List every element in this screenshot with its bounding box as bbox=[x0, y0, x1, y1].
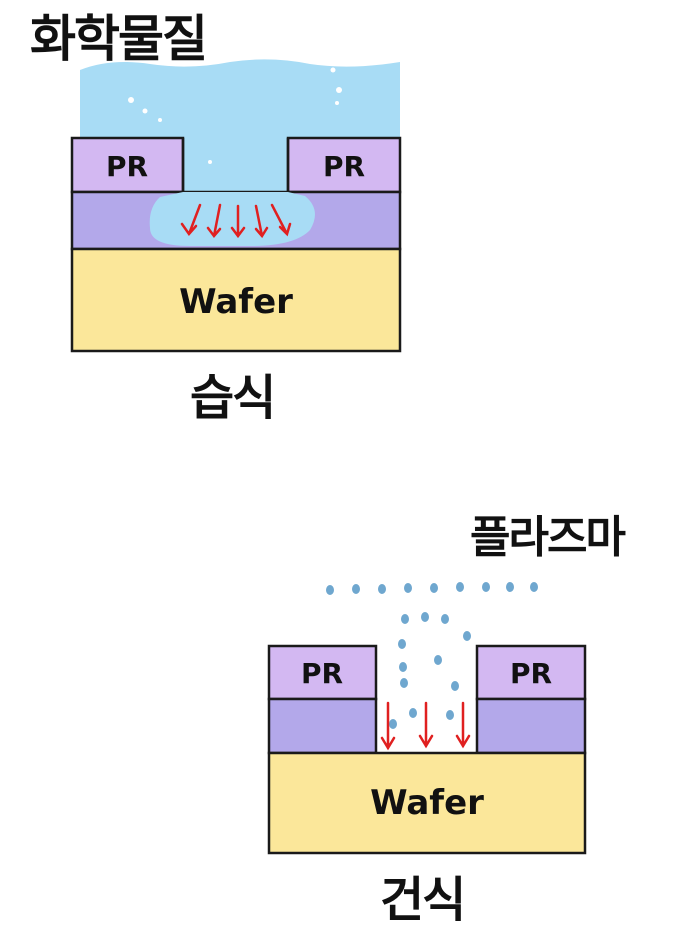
wet-pr-left-label: PR bbox=[106, 150, 148, 183]
wet-wafer-block bbox=[70, 247, 402, 353]
dry-etch-diagram: PR PR Wafer bbox=[267, 582, 587, 855]
dry-etch-caption: 건식 bbox=[380, 872, 466, 928]
dry-film-left bbox=[267, 697, 378, 755]
dry-pr-left-block bbox=[267, 644, 378, 701]
wet-pr-right-label: PR bbox=[323, 150, 365, 183]
dry-wafer-block bbox=[267, 751, 587, 855]
wet-wafer-label: Wafer bbox=[179, 282, 293, 322]
dry-pr-right-block bbox=[475, 644, 587, 701]
wet-etched-region bbox=[149, 192, 315, 246]
wet-etch-arrows bbox=[180, 203, 292, 239]
plasma-label: 플라즈마 bbox=[470, 512, 626, 563]
dry-pr-left-label: PR bbox=[301, 657, 343, 690]
dry-etch-arrows bbox=[380, 701, 471, 751]
chemical-label: 화학물질 bbox=[30, 10, 208, 68]
dry-film-right bbox=[475, 697, 587, 755]
wet-etch-caption: 습식 bbox=[190, 370, 276, 426]
plasma-particles bbox=[326, 582, 538, 729]
dry-pr-right-label: PR bbox=[510, 657, 552, 690]
dry-wafer-label: Wafer bbox=[370, 783, 484, 823]
wet-etch-diagram: PR PR Wafer bbox=[70, 59, 402, 353]
